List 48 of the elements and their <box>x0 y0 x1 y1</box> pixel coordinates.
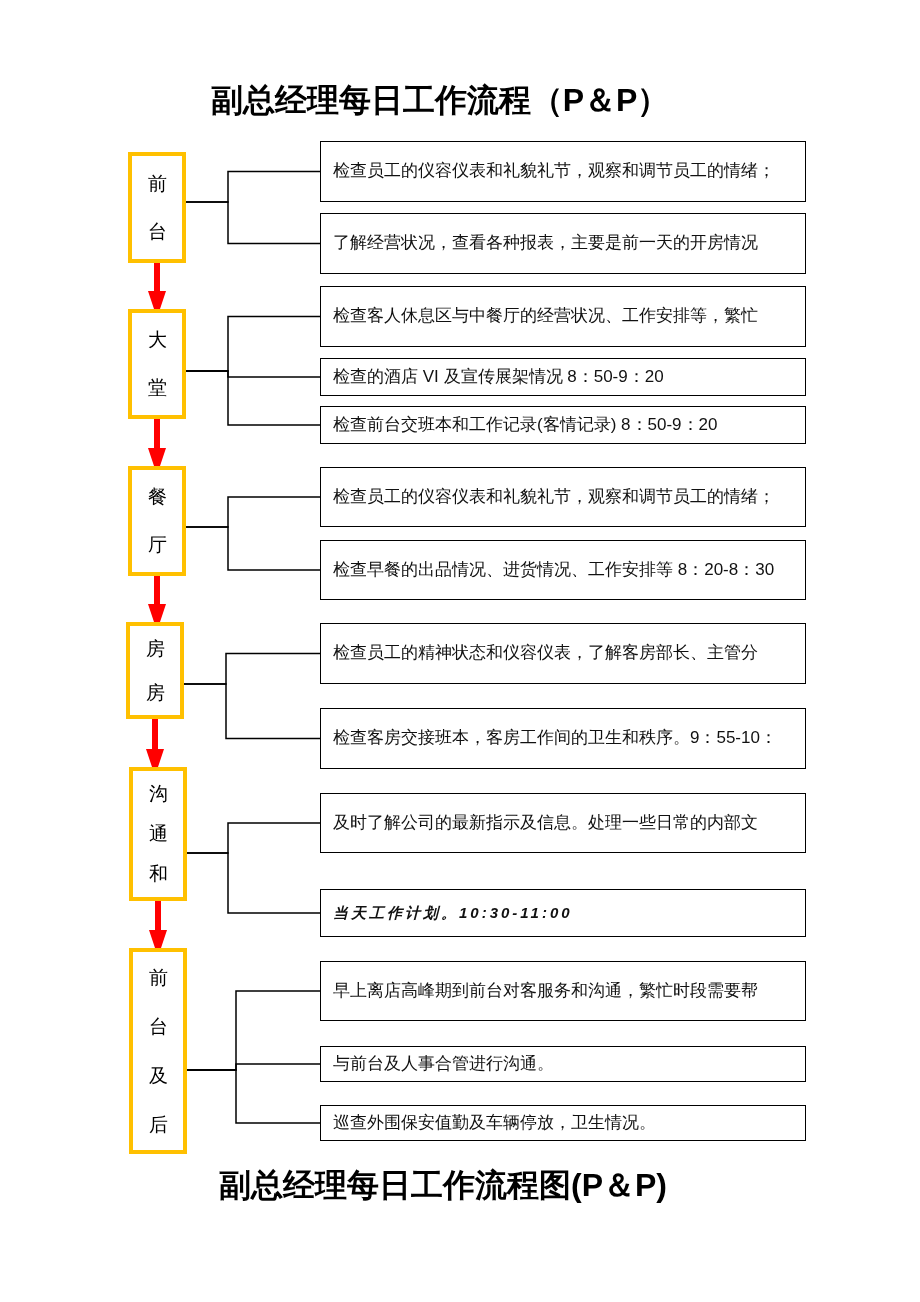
stage-box <box>129 948 187 1154</box>
connector-line <box>185 370 321 426</box>
task-box <box>320 358 806 396</box>
connector-line <box>183 683 321 740</box>
task-text: 及时了解公司的最新指示及信息。处理一些日常的内部文 <box>333 811 758 834</box>
stage-box <box>128 309 186 419</box>
stage-label: 前台 <box>147 171 167 244</box>
task-text: 与前台及人事合管进行沟通。 <box>333 1052 554 1075</box>
task-box <box>320 1105 806 1141</box>
task-text: 早上离店高峰期到前台对客服务和沟通，繁忙时段需要帮 <box>333 979 758 1002</box>
stage-box <box>126 622 184 719</box>
task-box <box>320 1046 806 1082</box>
task-text: 检查客人休息区与中餐厅的经营状况、工作安排等，繁忙 <box>333 305 758 328</box>
task-box <box>320 213 806 274</box>
stage-box <box>128 152 186 263</box>
task-box <box>320 708 806 769</box>
task-box <box>320 540 806 600</box>
task-text: 检查员工的仪容仪表和礼貌礼节，观察和调节员工的情绪； <box>333 485 775 508</box>
task-box <box>320 623 806 684</box>
task-text: 检查员工的精神状态和仪容仪表，了解客房部长、主管分 <box>333 642 758 665</box>
diagram-caption: 副总经理每日工作流程图(P＆P) <box>219 1166 667 1205</box>
connector-line <box>186 1069 321 1124</box>
task-box <box>320 406 806 444</box>
task-box <box>320 286 806 347</box>
task-box <box>320 467 806 527</box>
task-text: 了解经营状况，查看各种报表，主要是前一天的开房情况 <box>333 232 758 255</box>
task-text: 检查前台交班本和工作记录(客情记录) 8：50-9：20 <box>333 413 718 436</box>
stage-label: 房房 <box>145 636 165 705</box>
task-box <box>320 889 806 937</box>
task-text: 检查客房交接班本，客房工作间的卫生和秩序。9：55-10： <box>333 727 777 750</box>
stage-label: 沟通和 <box>148 782 168 886</box>
diagram-title: 副总经理每日工作流程（P＆P） <box>210 81 670 120</box>
connector-line <box>185 526 321 571</box>
connector-line <box>185 201 321 245</box>
task-text: 巡查外围保安值勤及车辆停放，卫生情况。 <box>333 1111 656 1134</box>
task-box <box>320 141 806 202</box>
connector-line <box>186 852 321 914</box>
stage-box <box>129 767 187 901</box>
stage-box <box>128 466 186 576</box>
stage-label: 餐厅 <box>147 485 167 557</box>
task-text: 检查员工的仪容仪表和礼貌礼节，观察和调节员工的情绪； <box>333 160 775 183</box>
stage-label: 前台及后 <box>148 966 168 1137</box>
task-text: 当天工作计划。10:30-11:00 <box>333 903 573 923</box>
task-box <box>320 961 806 1021</box>
task-box <box>320 793 806 853</box>
task-text: 检查的酒店 VI 及宣传展架情况 8：50-9：20 <box>333 365 664 388</box>
stage-label: 大堂 <box>147 328 167 400</box>
task-text: 检查早餐的出品情况、进货情况、工作安排等 8：20-8：30 <box>333 558 775 581</box>
